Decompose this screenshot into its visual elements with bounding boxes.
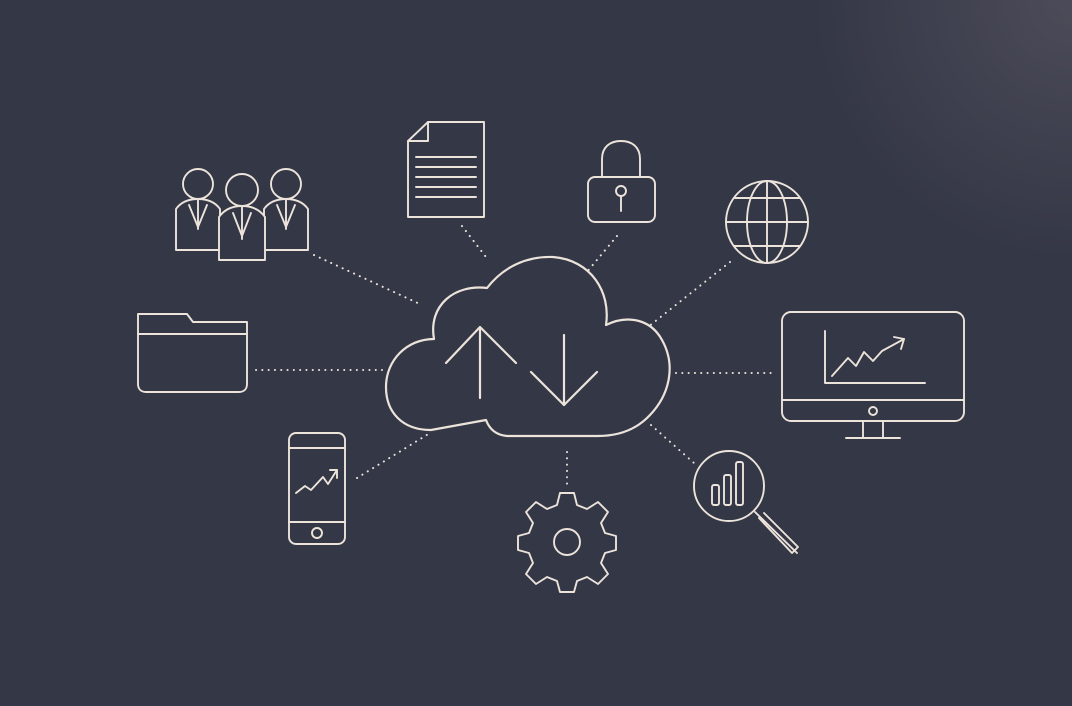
connector-lines: [255, 225, 775, 487]
monitor-chart-icon: [781, 311, 965, 439]
connector-lock: [575, 235, 618, 286]
cloud-upload-download-icon: [384, 255, 671, 438]
connector-people: [313, 254, 423, 306]
document-icon: [407, 121, 485, 218]
globe-icon: [725, 180, 809, 264]
smartphone-chart-icon: [288, 432, 346, 545]
connector-document: [461, 225, 487, 258]
connector-globe: [647, 261, 731, 328]
connector-phone: [356, 432, 431, 479]
folder-icon: [137, 313, 248, 393]
lock-icon: [587, 140, 656, 223]
people-group-icon: [175, 168, 309, 261]
magnifier-chart-icon: [693, 450, 799, 554]
connector-magnifier: [650, 424, 695, 464]
gear-icon: [517, 492, 617, 593]
